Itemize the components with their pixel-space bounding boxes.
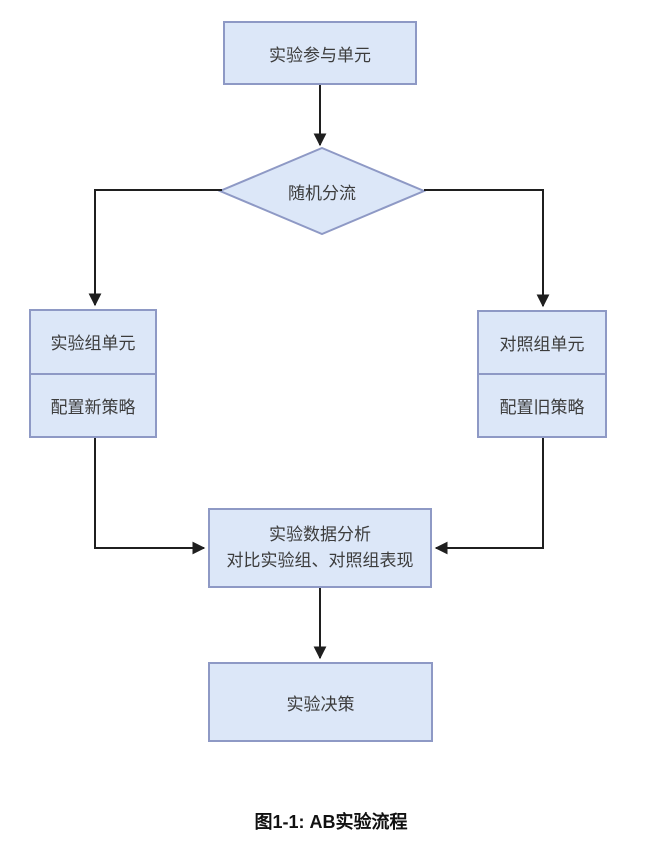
connector-control-to-analysis: [434, 438, 544, 555]
experiment-group-label: 实验组单元: [31, 311, 155, 375]
connector-experiment-to-analysis: [94, 438, 206, 555]
control-group-label: 对照组单元: [479, 312, 605, 375]
connector-decision-to-control-group: [424, 189, 550, 308]
figure-caption: 图1-1: AB实验流程: [254, 812, 408, 832]
flowchart-node-experiment-group: 实验组单元 配置新策略: [29, 309, 157, 438]
flowchart-node-start: 实验参与单元: [223, 21, 417, 85]
analysis-line2: 对比实验组、对照组表现: [226, 551, 414, 570]
decision-label: 随机分流: [288, 183, 356, 203]
control-config-label: 配置旧策略: [499, 398, 585, 417]
flowchart-node-control-group: 对照组单元 配置旧策略: [477, 310, 607, 438]
flowchart-node-analysis: 实验数据分析 对比实验组、对照组表现: [208, 508, 432, 588]
flowchart-node-final-decision: 实验决策: [208, 662, 433, 742]
analysis-line1: 实验数据分析: [269, 525, 371, 544]
start-label: 实验参与单元: [269, 45, 371, 65]
decision-diamond-shape: [218, 147, 426, 235]
experiment-config-label: 配置新策略: [50, 397, 136, 417]
flowchart-node-decision: 随机分流: [218, 147, 426, 235]
connector-decision-to-experiment-group: [88, 189, 222, 307]
final-decision-label: 实验决策: [286, 694, 355, 714]
